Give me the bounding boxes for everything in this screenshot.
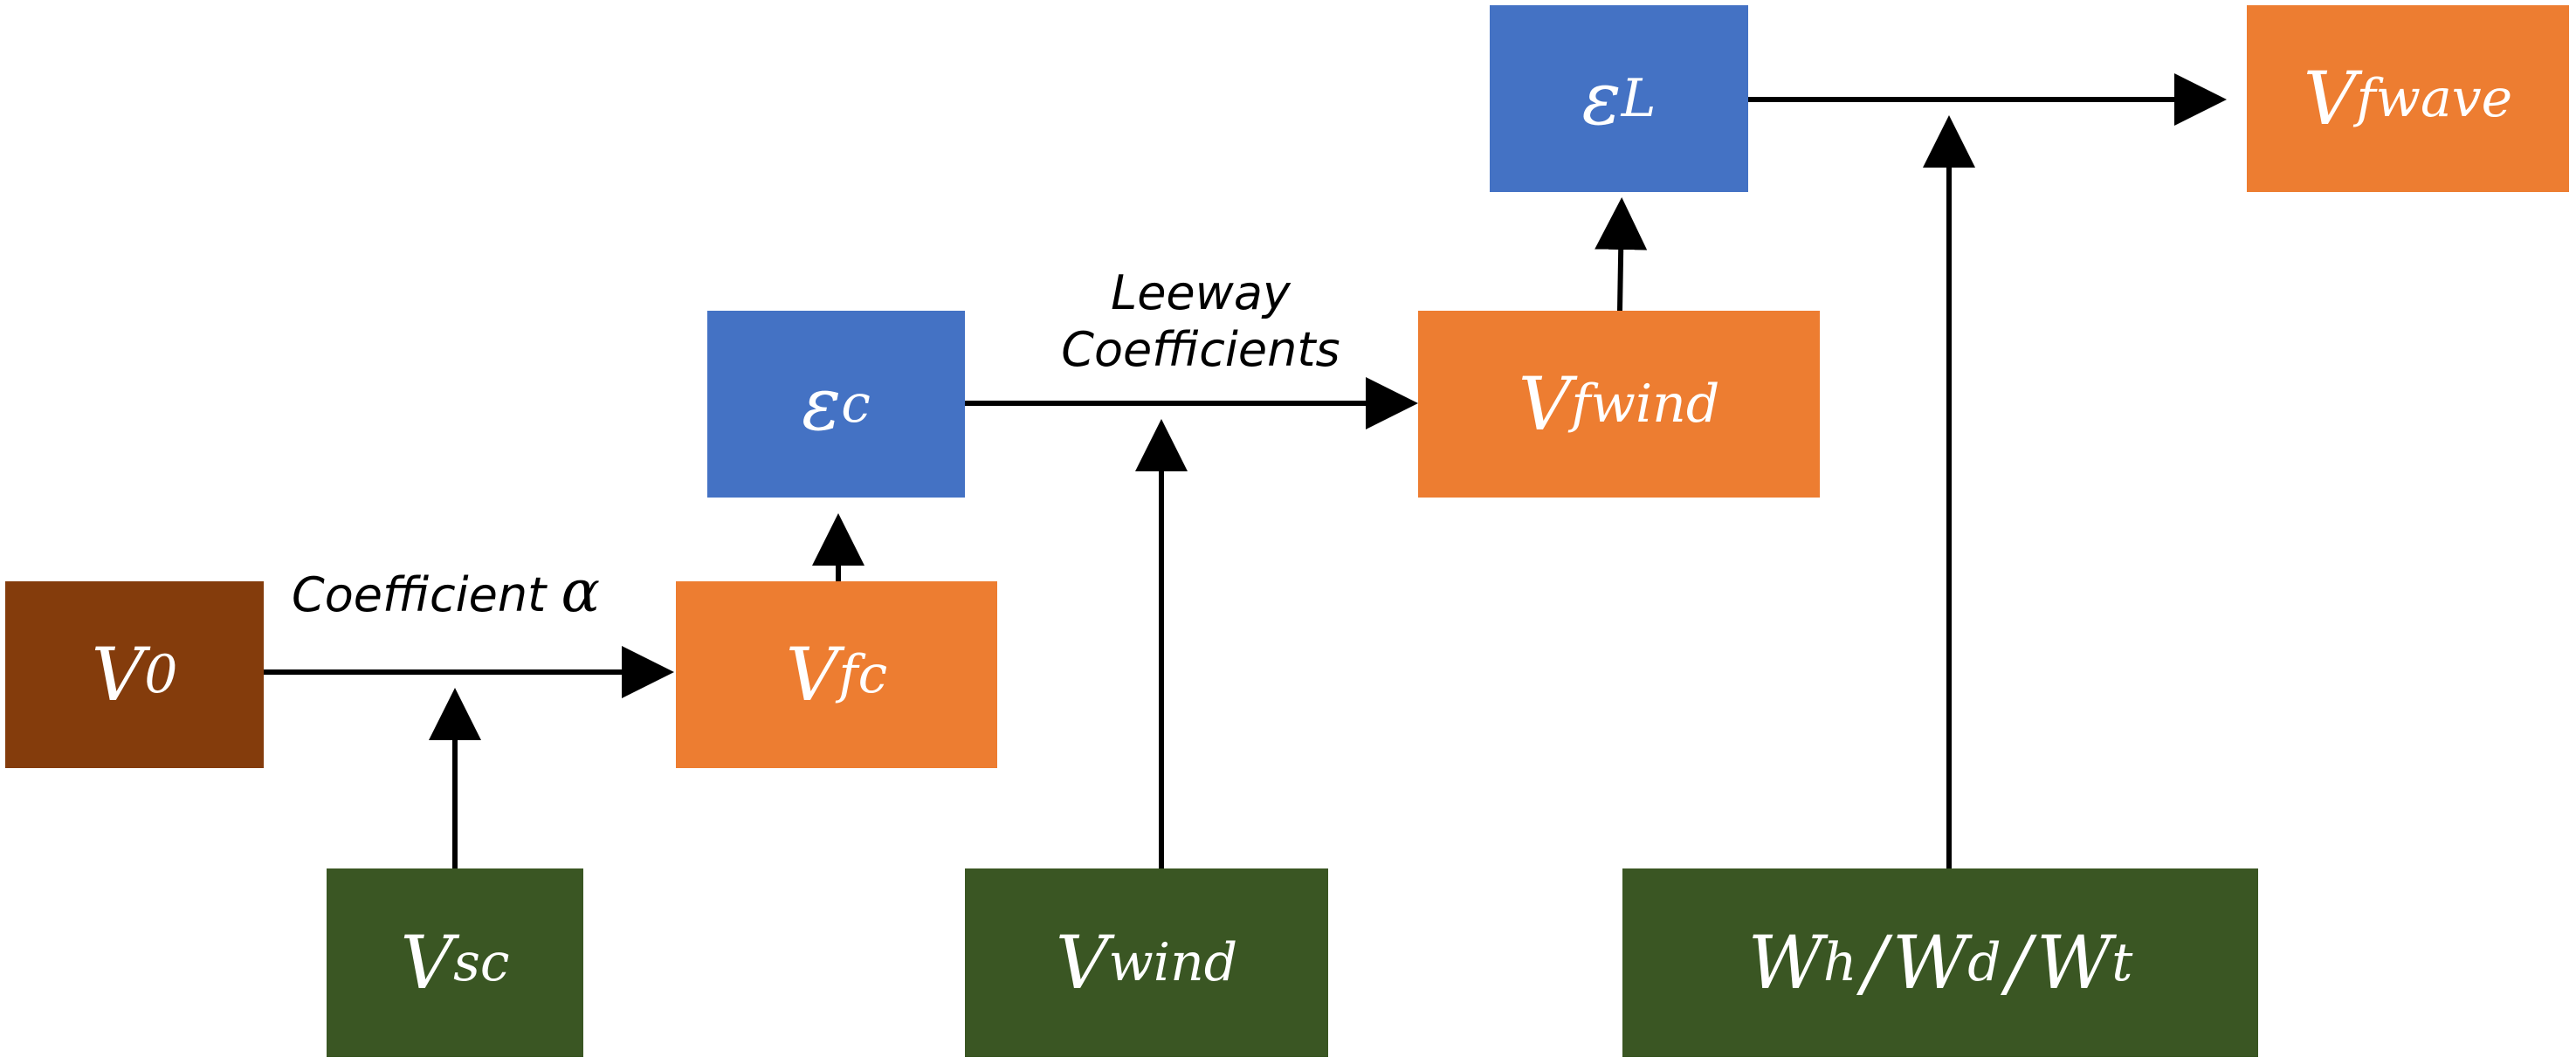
node-w-d-symbol: W <box>1891 920 1968 1006</box>
node-w-separator-1: / <box>1862 920 1887 1006</box>
node-v0-symbol: V <box>91 632 145 717</box>
node-vfwind-subscript: fwind <box>1571 374 1720 435</box>
node-w-t-symbol: W <box>2035 920 2112 1006</box>
edge-vfwind-to-el <box>1595 197 1648 312</box>
label-leeway-line2: Coefficients <box>1061 321 1340 377</box>
node-el-subscript: L <box>1621 68 1656 129</box>
label-leeway-line1: Leeway <box>1111 265 1291 320</box>
node-w-separator-2: / <box>2006 920 2031 1006</box>
node-w-h-subscript: h <box>1822 932 1857 993</box>
label-alpha-symbol: α <box>561 558 601 625</box>
node-w-d-subscript: d <box>1967 932 2001 993</box>
node-vfc-subscript: fc <box>838 644 888 705</box>
node-ec-subscript: c <box>841 374 871 435</box>
node-vsc-subscript: sc <box>453 932 510 993</box>
node-v0-subscript: 0 <box>144 644 178 705</box>
node-vsc-symbol: V <box>400 920 454 1006</box>
node-w-t-subscript: t <box>2111 932 2133 993</box>
node-w-h-symbol: W <box>1747 920 1823 1006</box>
label-leeway-coefficients: Leeway Coefficients <box>1030 265 1371 379</box>
node-vfwind-symbol: V <box>1518 361 1572 447</box>
node-el-symbol: ε <box>1581 56 1622 141</box>
node-vwind-symbol: V <box>1055 920 1109 1006</box>
label-coefficient-text: Coefficient <box>292 567 547 622</box>
node-vfc-symbol: V <box>785 632 839 717</box>
node-ec-symbol: ε <box>802 361 842 447</box>
node-vwind-subscript: wind <box>1108 932 1238 993</box>
node-vfwave-symbol: V <box>2303 56 2357 141</box>
node-vfwave-subscript: fwave <box>2356 68 2513 129</box>
label-coefficient-alpha: Coefficient α <box>292 557 600 626</box>
